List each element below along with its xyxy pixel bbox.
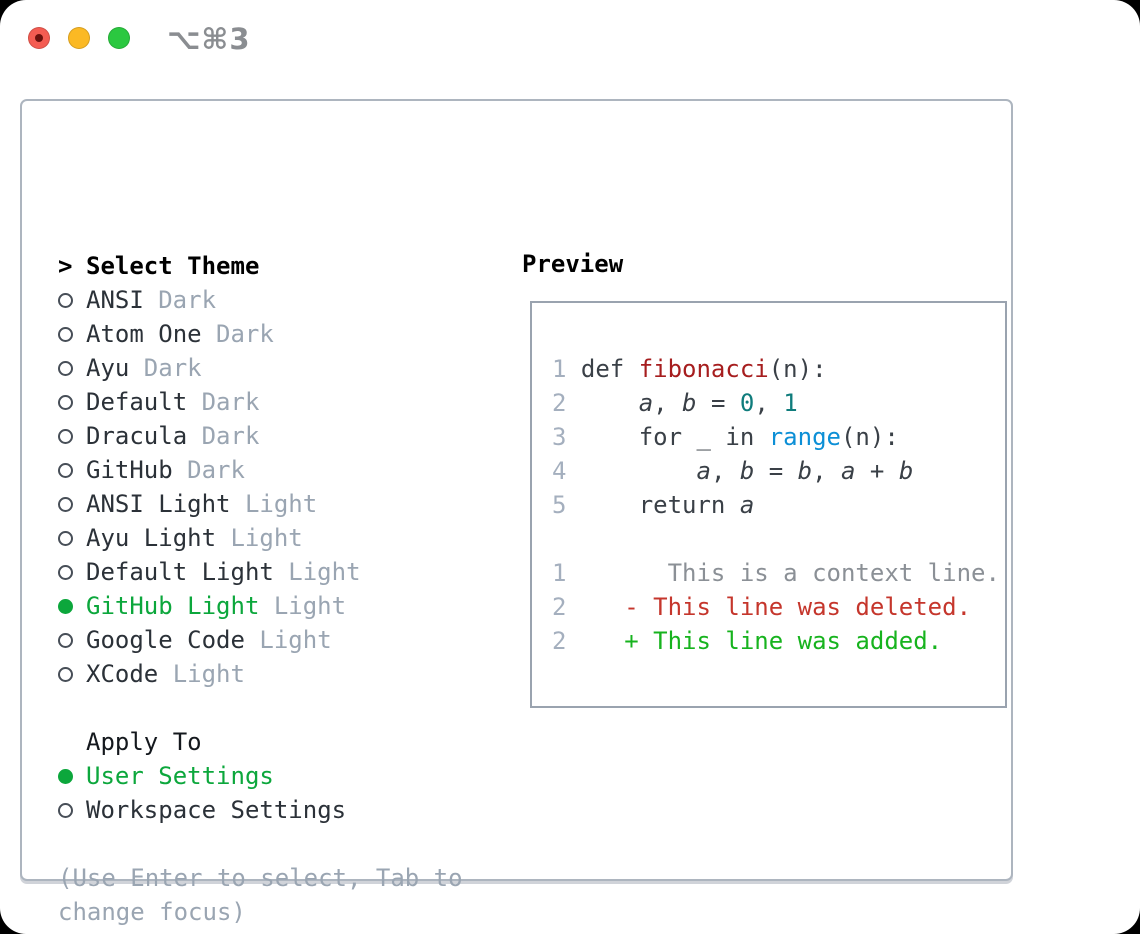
option-label: GitHub bbox=[86, 456, 173, 484]
theme-option-ansi-light[interactable]: ANSI Light Light bbox=[58, 487, 463, 521]
option-variant-label: Dark bbox=[143, 354, 202, 382]
select-theme-header: > Select Theme bbox=[58, 249, 463, 283]
theme-list: ANSI Dark Atom One Dark Ayu Dark Default… bbox=[58, 283, 463, 691]
option-label: ANSI bbox=[86, 286, 144, 314]
spacer bbox=[58, 691, 463, 725]
radio-icon bbox=[58, 530, 73, 546]
theme-option-github-light[interactable]: GitHub Light Light bbox=[58, 589, 463, 623]
option-variant-label: Light bbox=[244, 490, 318, 518]
option-variant-label: Dark bbox=[158, 286, 217, 314]
select-theme-title: Select Theme bbox=[86, 252, 260, 280]
line-number: 2 bbox=[552, 593, 567, 621]
theme-option-google-code[interactable]: Google Code Light bbox=[58, 623, 463, 657]
apply-to-list: User Settings Workspace Settings bbox=[58, 759, 463, 827]
line-number: 1 bbox=[552, 559, 567, 587]
apply-option-workspace-settings[interactable]: Workspace Settings bbox=[58, 793, 463, 827]
code-line: 4 a, b = b, a + b bbox=[552, 457, 914, 485]
theme-option-default[interactable]: Default Dark bbox=[58, 385, 463, 419]
radio-icon bbox=[58, 802, 73, 818]
option-label: Default Light bbox=[86, 558, 274, 586]
theme-option-github[interactable]: GitHub Dark bbox=[58, 453, 463, 487]
diff-line-added: 2 + This line was added. bbox=[552, 627, 943, 655]
line-number: 3 bbox=[552, 423, 567, 451]
radio-icon bbox=[58, 292, 73, 308]
radio-icon bbox=[58, 768, 73, 784]
spacer bbox=[58, 827, 463, 861]
option-label: Atom One bbox=[86, 320, 202, 348]
option-variant-label: Light bbox=[273, 592, 347, 620]
option-variant-label: Light bbox=[259, 626, 332, 654]
option-variant-label: Light bbox=[288, 558, 361, 586]
code-line: 2 a, b = 0, 1 bbox=[552, 389, 798, 417]
option-variant-label: Dark bbox=[201, 388, 260, 416]
blank-line bbox=[552, 522, 1005, 556]
radio-icon bbox=[58, 666, 73, 682]
line-number: 1 bbox=[552, 355, 567, 383]
radio-icon bbox=[58, 360, 73, 376]
theme-option-dracula[interactable]: Dracula Dark bbox=[58, 419, 463, 453]
option-variant-label: Dark bbox=[216, 320, 274, 348]
option-label: Default bbox=[86, 388, 188, 416]
theme-option-ayu[interactable]: Ayu Dark bbox=[58, 351, 463, 385]
close-button[interactable] bbox=[28, 27, 50, 49]
code-line: 3 for _ in range(n): bbox=[552, 423, 899, 451]
diff-preview: 1 This is a context line. 2 - This line w… bbox=[552, 556, 1005, 658]
option-label: ANSI Light bbox=[86, 490, 231, 518]
window-shortcut-label: ⌥⌘3 bbox=[167, 22, 251, 56]
radio-icon bbox=[58, 496, 73, 512]
code-line: 5 return a bbox=[552, 491, 755, 519]
option-label: User Settings bbox=[86, 762, 274, 790]
apply-option-user-settings[interactable]: User Settings bbox=[58, 759, 463, 793]
theme-option-atom-one[interactable]: Atom One Dark bbox=[58, 317, 463, 351]
radio-icon bbox=[58, 564, 73, 580]
option-variant-label: Dark bbox=[187, 456, 245, 484]
theme-option-default-light[interactable]: Default Light Light bbox=[58, 555, 463, 589]
option-label: GitHub Light bbox=[86, 592, 260, 620]
apply-to-header: Apply To bbox=[58, 725, 463, 759]
radio-icon bbox=[58, 428, 73, 444]
hint-line: (Use Enter to select, Tab to bbox=[58, 864, 463, 892]
preview-title: Preview bbox=[522, 250, 624, 278]
radio-icon bbox=[58, 394, 73, 410]
option-variant-label: Light bbox=[230, 524, 303, 552]
option-variant-label: Dark bbox=[201, 422, 260, 450]
theme-picker-panel: > Select Theme ANSI Dark Atom One Dark A… bbox=[20, 99, 1013, 926]
line-number: 2 bbox=[552, 627, 567, 655]
apply-to-title: Apply To bbox=[86, 728, 202, 756]
radio-icon bbox=[58, 598, 73, 614]
line-number: 5 bbox=[552, 491, 567, 519]
option-label: Dracula bbox=[86, 422, 188, 450]
diff-line-deleted: 2 - This line was deleted. bbox=[552, 593, 972, 621]
line-number: 4 bbox=[552, 457, 567, 485]
theme-option-xcode[interactable]: XCode Light bbox=[58, 657, 463, 691]
theme-option-ansi[interactable]: ANSI Dark bbox=[58, 283, 463, 317]
prompt-icon: > bbox=[58, 252, 73, 280]
option-label: Google Code bbox=[86, 626, 245, 654]
diff-line-context: 1 This is a context line. bbox=[552, 559, 1000, 587]
option-label: Workspace Settings bbox=[86, 796, 347, 824]
line-number: 2 bbox=[552, 389, 567, 417]
zoom-button[interactable] bbox=[108, 27, 130, 49]
option-variant-label: Light bbox=[172, 660, 245, 688]
hint-line: change focus) bbox=[58, 898, 246, 926]
option-label: Ayu bbox=[86, 354, 130, 382]
record-dot-icon bbox=[35, 34, 43, 42]
radio-icon bbox=[58, 632, 73, 648]
radio-icon bbox=[58, 462, 73, 478]
theme-option-ayu-light[interactable]: Ayu Light Light bbox=[58, 521, 463, 555]
option-label: XCode bbox=[86, 660, 159, 688]
theme-list-column: > Select Theme ANSI Dark Atom One Dark A… bbox=[58, 249, 463, 929]
minimize-button[interactable] bbox=[68, 27, 90, 49]
radio-icon bbox=[58, 326, 73, 342]
option-label: Ayu Light bbox=[86, 524, 217, 552]
